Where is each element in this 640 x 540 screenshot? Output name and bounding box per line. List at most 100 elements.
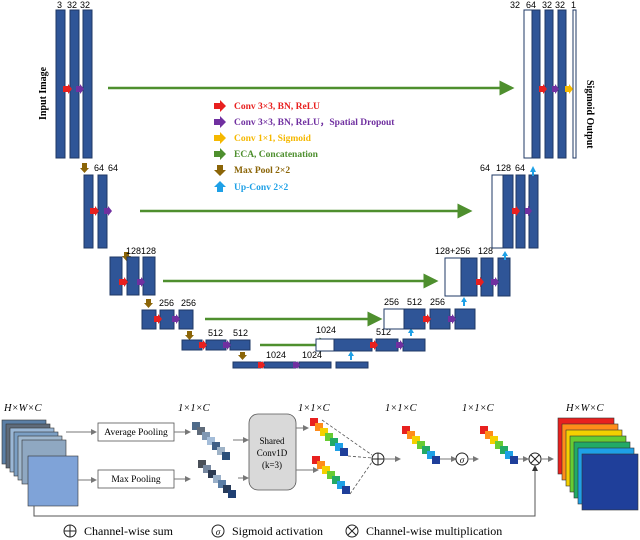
feature-map (229, 339, 251, 351)
concat-map (383, 308, 405, 330)
feature-map (403, 308, 426, 330)
feature-map (263, 361, 297, 369)
conv-dims-label: 1×1×C (298, 403, 331, 414)
input-dims-label: H×W×C (3, 403, 43, 414)
feature-map (335, 361, 369, 369)
channel-label: 128+256 (435, 246, 470, 256)
feature-map (333, 338, 373, 352)
channel-multiply-icon (528, 452, 542, 466)
conv-output-vector-1 (310, 418, 348, 456)
maxpool-arrow-icon (144, 299, 153, 308)
svg-text:Shared: Shared (260, 436, 285, 446)
conv-relu-arrow-icon (258, 361, 265, 369)
residual-path (33, 465, 538, 517)
conv-dropout-arrow-icon (76, 84, 84, 94)
concat-map (444, 257, 462, 297)
bottleneck: 1024 1024 (232, 350, 369, 369)
feature-map (375, 338, 399, 352)
conv-relu-arrow-icon (199, 340, 207, 350)
maxpool-arrow-icon (80, 163, 89, 173)
conv-dropout-arrow-icon (525, 206, 532, 216)
decoder-level-5: 1024 512 (315, 325, 426, 352)
conv-relu-arrow-icon (119, 277, 128, 287)
feature-map (460, 257, 478, 297)
feature-map (178, 309, 194, 330)
sigmoid-icon: σ (455, 452, 469, 466)
svg-text:Conv1D: Conv1D (257, 448, 288, 458)
channel-label: 1024 (316, 325, 336, 335)
feature-map (497, 257, 511, 297)
feature-map (159, 309, 175, 330)
encoder-level-3: 128 128 (109, 246, 439, 308)
conv-dropout-arrow-icon (491, 277, 499, 287)
feature-map (454, 308, 476, 330)
svg-text:σ: σ (216, 527, 221, 537)
concat-map (491, 174, 504, 249)
maxpool-arrow-icon (185, 331, 194, 340)
feature-map (502, 174, 514, 249)
legend-label: Conv 1×1, Sigmoid (234, 134, 312, 144)
channel-label: 1024 (302, 350, 322, 360)
sigmoid-dims-label: 1×1×C (462, 403, 495, 414)
eca-legend: Channel-wise sum σ Sigmoid activation Ch… (63, 524, 502, 538)
channel-label: 256 (181, 298, 196, 308)
feature-map (82, 9, 93, 159)
conv-dropout-arrow-icon (552, 84, 559, 94)
conv-dropout-arrow-icon (396, 340, 404, 350)
feature-map (557, 9, 567, 159)
legend-label: Channel-wise multiplication (366, 524, 502, 538)
encoder-level-4: 256 256 (141, 298, 383, 340)
channel-label: 512 (407, 297, 422, 307)
concat-map (523, 9, 533, 159)
legend-label: Conv 3×3, BN, ReLU (234, 102, 320, 112)
pooled-vector-max (198, 460, 236, 498)
channel-label: 64 (480, 163, 490, 173)
upconv-arrow-icon (461, 297, 467, 306)
sum-dims-label: 1×1×C (385, 403, 418, 414)
eca-diagram: H×W×C Average Pooling Max Pooling (1, 403, 639, 538)
feature-map (429, 308, 451, 330)
sigmoid-icon: σ (211, 524, 225, 538)
feature-map (480, 257, 494, 297)
channel-label: 64 (108, 163, 118, 173)
feature-map (69, 9, 80, 159)
channel-label: 64 (94, 163, 104, 173)
channel-sum-icon (371, 452, 385, 466)
encoder-level-2: 64 64 (83, 163, 473, 261)
summed-vector (402, 426, 440, 464)
channel-label: 1 (571, 0, 576, 10)
legend-label: Sigmoid activation (232, 524, 323, 538)
conv-relu-arrow-icon (476, 277, 484, 287)
channel-label: 256 (159, 298, 174, 308)
feature-map (142, 256, 156, 296)
conv-relu-arrow-icon (90, 206, 99, 216)
channel-label: 32 (542, 0, 552, 10)
unet-legend: Conv 3×3, BN, ReLU Conv 3×3, BN, ReLU，Sp… (214, 100, 395, 193)
channel-label: 256 (430, 297, 445, 307)
input-image-label: Input Image (38, 66, 49, 120)
decoder-level-3: 128+256 128 (435, 246, 511, 297)
decoder-level-4: 256 512 256 (383, 297, 476, 330)
conv-relu-arrow-icon (214, 100, 226, 112)
legend-label: Channel-wise sum (84, 524, 174, 538)
channel-label: 512 (208, 328, 223, 338)
upconv-arrow-icon (348, 351, 354, 360)
conv1x1-arrow-icon (565, 84, 573, 94)
conv1x1-arrow-icon (214, 132, 226, 144)
sigmoid-output-label: Sigmoid Output (584, 80, 595, 149)
channel-label: 32 (67, 0, 77, 10)
channel-multiply-icon (345, 524, 359, 538)
svg-text:Max Pooling: Max Pooling (111, 475, 161, 485)
channel-label: 32 (555, 0, 565, 10)
feature-map (544, 9, 554, 159)
upconv-arrow-icon (214, 181, 226, 192)
unet-diagram: 3 32 32 Input Image 64 64 128 128 (38, 0, 595, 369)
eca-concat-arrow-icon (214, 148, 226, 160)
svg-text:σ: σ (460, 455, 465, 465)
feature-map (126, 256, 140, 296)
channel-label: 256 (384, 297, 399, 307)
svg-text:(k=3): (k=3) (262, 460, 282, 470)
maxpool-arrow-icon (214, 165, 226, 176)
channel-label: 128 (126, 246, 141, 256)
